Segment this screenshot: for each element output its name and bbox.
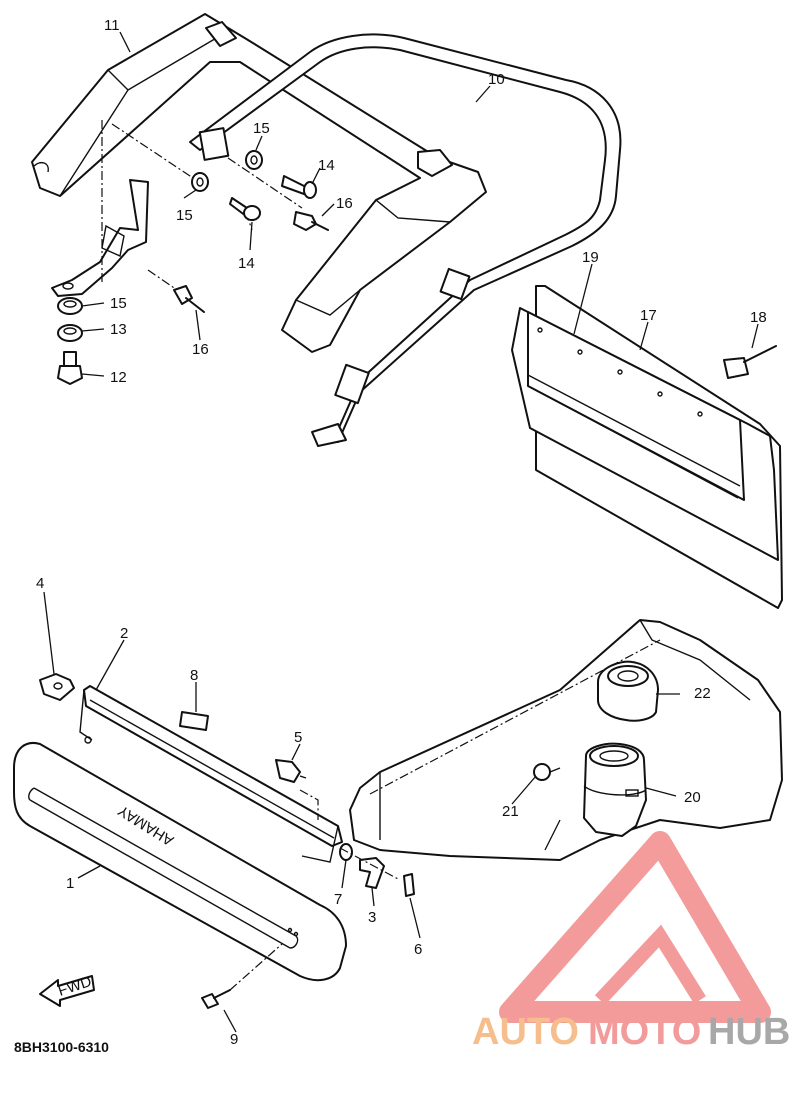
callout-12: 12 — [110, 369, 127, 386]
callout-17: 17 — [640, 307, 657, 324]
callout-6: 6 — [414, 941, 422, 958]
callout-4: 4 — [36, 575, 44, 592]
washer-15b — [191, 172, 209, 192]
centerline-lower-c — [229, 943, 283, 991]
bolt-18 — [723, 345, 777, 379]
callout-13: 13 — [110, 321, 127, 338]
rear-bracket-part-11 — [31, 13, 487, 353]
callout-9: 9 — [230, 1031, 238, 1048]
filler-part-20 — [583, 742, 647, 837]
watermark-hub: HUB — [708, 1011, 790, 1053]
clip-part-5 — [275, 759, 307, 783]
callout-3: 3 — [368, 909, 376, 926]
washer-15c — [57, 297, 83, 315]
callout-16-right: 16 — [336, 195, 353, 212]
callout-19: 19 — [582, 249, 599, 266]
bracket-part-3 — [359, 857, 385, 889]
washer-15a — [245, 150, 263, 170]
callout-15-mid: 15 — [176, 207, 193, 224]
callout-10: 10 — [488, 71, 505, 88]
callout-7: 7 — [334, 891, 342, 908]
centerline-lower-a — [299, 789, 319, 820]
centerline-11c — [147, 269, 181, 293]
fwd-arrow-icon: FWD — [39, 973, 95, 1007]
mount-stay-left — [51, 179, 149, 297]
bolt-12 — [57, 351, 83, 385]
callout-14-top: 14 — [318, 157, 335, 174]
screw-part-9 — [201, 989, 231, 1009]
clip-16b — [173, 285, 205, 313]
tank-body — [349, 619, 783, 861]
centerline-lower-b — [339, 847, 401, 881]
callout-21: 21 — [502, 803, 519, 820]
pin-part-6 — [403, 873, 415, 897]
watermark-moto: MOTO — [588, 1011, 701, 1053]
callout-22: 22 — [694, 685, 711, 702]
callout-14-mid: 14 — [238, 255, 255, 272]
grommet-21 — [533, 763, 561, 781]
callout-16-left: 16 — [192, 341, 209, 358]
cap-part-22 — [597, 660, 659, 722]
screw-14a — [281, 175, 317, 199]
clip-16a — [293, 211, 329, 231]
tube-frame-part-10 — [189, 33, 622, 447]
washer-part-7 — [339, 843, 353, 861]
callout-11: 11 — [104, 17, 120, 34]
bracket-part-4 — [39, 673, 75, 701]
bumper-part-1: YAMAHA — [13, 742, 347, 982]
callout-8: 8 — [190, 667, 198, 684]
centerline-11d — [227, 157, 303, 209]
screw-14b — [229, 197, 261, 221]
spacer-13 — [57, 324, 83, 342]
part-code: 8BH3100-6310 — [14, 1039, 109, 1055]
callout-15-left: 15 — [110, 295, 127, 312]
watermark-auto: AUTO — [472, 1011, 579, 1053]
callout-15-top: 15 — [253, 120, 270, 137]
callouts: 11 10 15 15 14 16 14 16 15 13 12 19 17 1… — [36, 17, 767, 1048]
callout-1: 1 — [66, 875, 74, 892]
callout-2: 2 — [120, 625, 128, 642]
plate-part-2 — [79, 685, 343, 863]
automotohub-logo: AUTO MOTO HUB — [472, 831, 790, 1053]
guard-panel-part-19 — [511, 307, 779, 561]
callout-5: 5 — [294, 729, 302, 746]
label-part-8 — [179, 711, 209, 731]
callout-20: 20 — [684, 789, 701, 806]
callout-18: 18 — [750, 309, 767, 326]
